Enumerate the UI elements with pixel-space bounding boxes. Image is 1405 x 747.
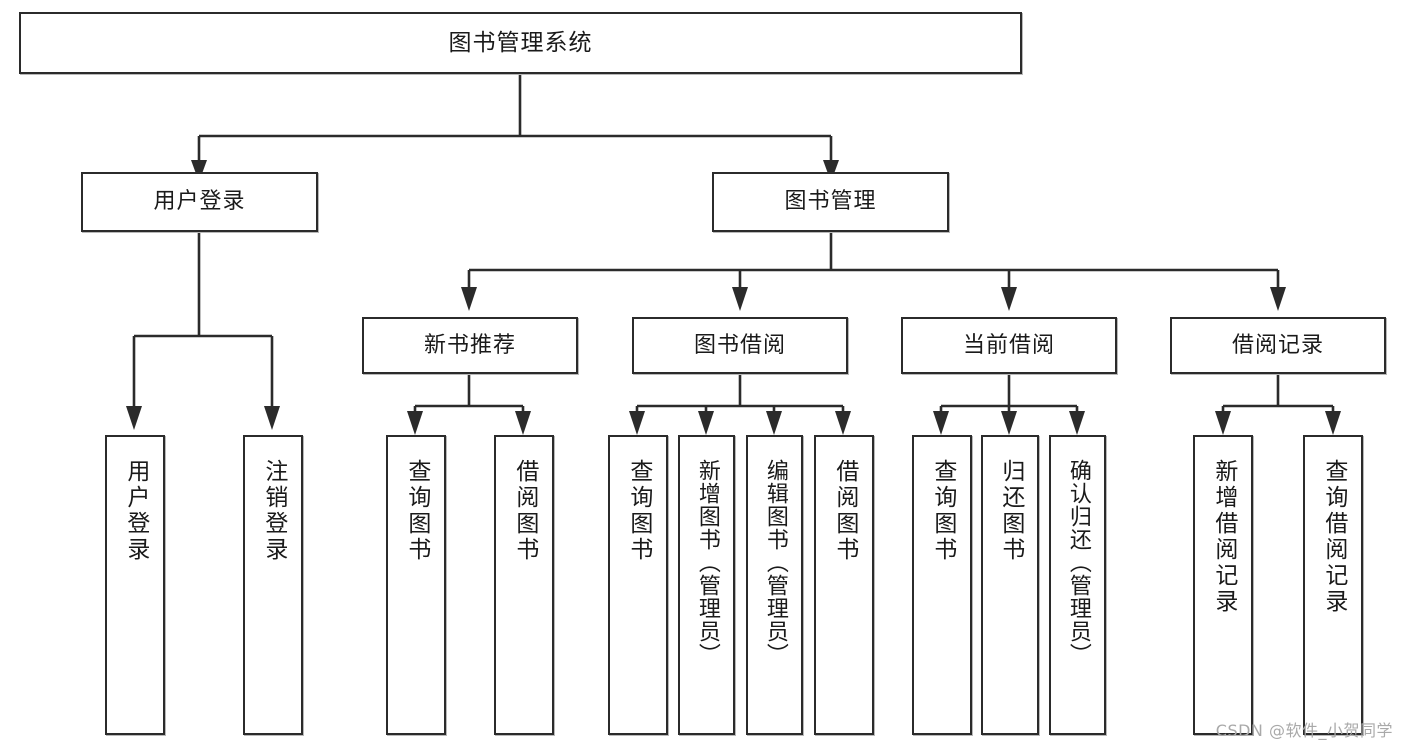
node-leaf-borrow-book-rec[interactable]: 借阅图书 [494,435,554,735]
node-label: 确认归还（管理员） [1065,459,1091,666]
node-label: 归还图书 [997,459,1024,563]
node-leaf-add-borrow-record[interactable]: 新增借阅记录 [1193,435,1253,735]
node-label: 借阅记录 [1231,332,1324,358]
node-label: 查询图书 [403,459,430,563]
node-leaf-query-book-borrow[interactable]: 查询图书 [608,435,668,735]
node-label: 图书借阅 [693,332,786,358]
node-leaf-query-book-rec[interactable]: 查询图书 [386,435,446,735]
node-label: 编辑图书（管理员） [762,459,788,666]
node-book-manage[interactable]: 图书管理 [712,172,949,232]
node-leaf-edit-book[interactable]: 编辑图书（管理员） [746,435,803,735]
node-leaf-user-login[interactable]: 用户登录 [105,435,165,735]
node-label: 新增借阅记录 [1210,459,1237,615]
node-label: 借阅图书 [511,459,538,563]
node-user-login[interactable]: 用户登录 [81,172,318,232]
node-label: 查询图书 [929,459,956,563]
node-new-book-recommend[interactable]: 新书推荐 [362,317,578,374]
node-label: 当前借阅 [962,332,1055,358]
node-leaf-query-book-current[interactable]: 查询图书 [912,435,972,735]
node-label: 用户登录 [153,189,246,215]
node-root-system[interactable]: 图书管理系统 [19,12,1022,74]
node-label: 图书管理系统 [448,29,593,56]
node-label: 新书推荐 [423,332,516,358]
node-label: 查询图书 [625,459,652,563]
node-label: 图书管理 [784,189,877,215]
node-leaf-add-book[interactable]: 新增图书（管理员） [678,435,735,735]
node-borrow-record[interactable]: 借阅记录 [1170,317,1386,374]
node-leaf-confirm-return[interactable]: 确认归还（管理员） [1049,435,1106,735]
node-current-borrow[interactable]: 当前借阅 [901,317,1117,374]
node-label: 新增图书（管理员） [694,459,720,666]
node-leaf-borrow-book[interactable]: 借阅图书 [814,435,874,735]
node-label: 用户登录 [122,459,149,563]
node-book-borrow[interactable]: 图书借阅 [632,317,848,374]
node-label: 借阅图书 [831,459,858,563]
node-leaf-return-book[interactable]: 归还图书 [981,435,1039,735]
node-leaf-query-borrow-record[interactable]: 查询借阅记录 [1303,435,1363,735]
node-label: 查询借阅记录 [1320,459,1347,615]
node-leaf-logout[interactable]: 注销登录 [243,435,303,735]
node-label: 注销登录 [260,459,287,563]
watermark: CSDN @软件_小贺同学 [1215,721,1393,740]
